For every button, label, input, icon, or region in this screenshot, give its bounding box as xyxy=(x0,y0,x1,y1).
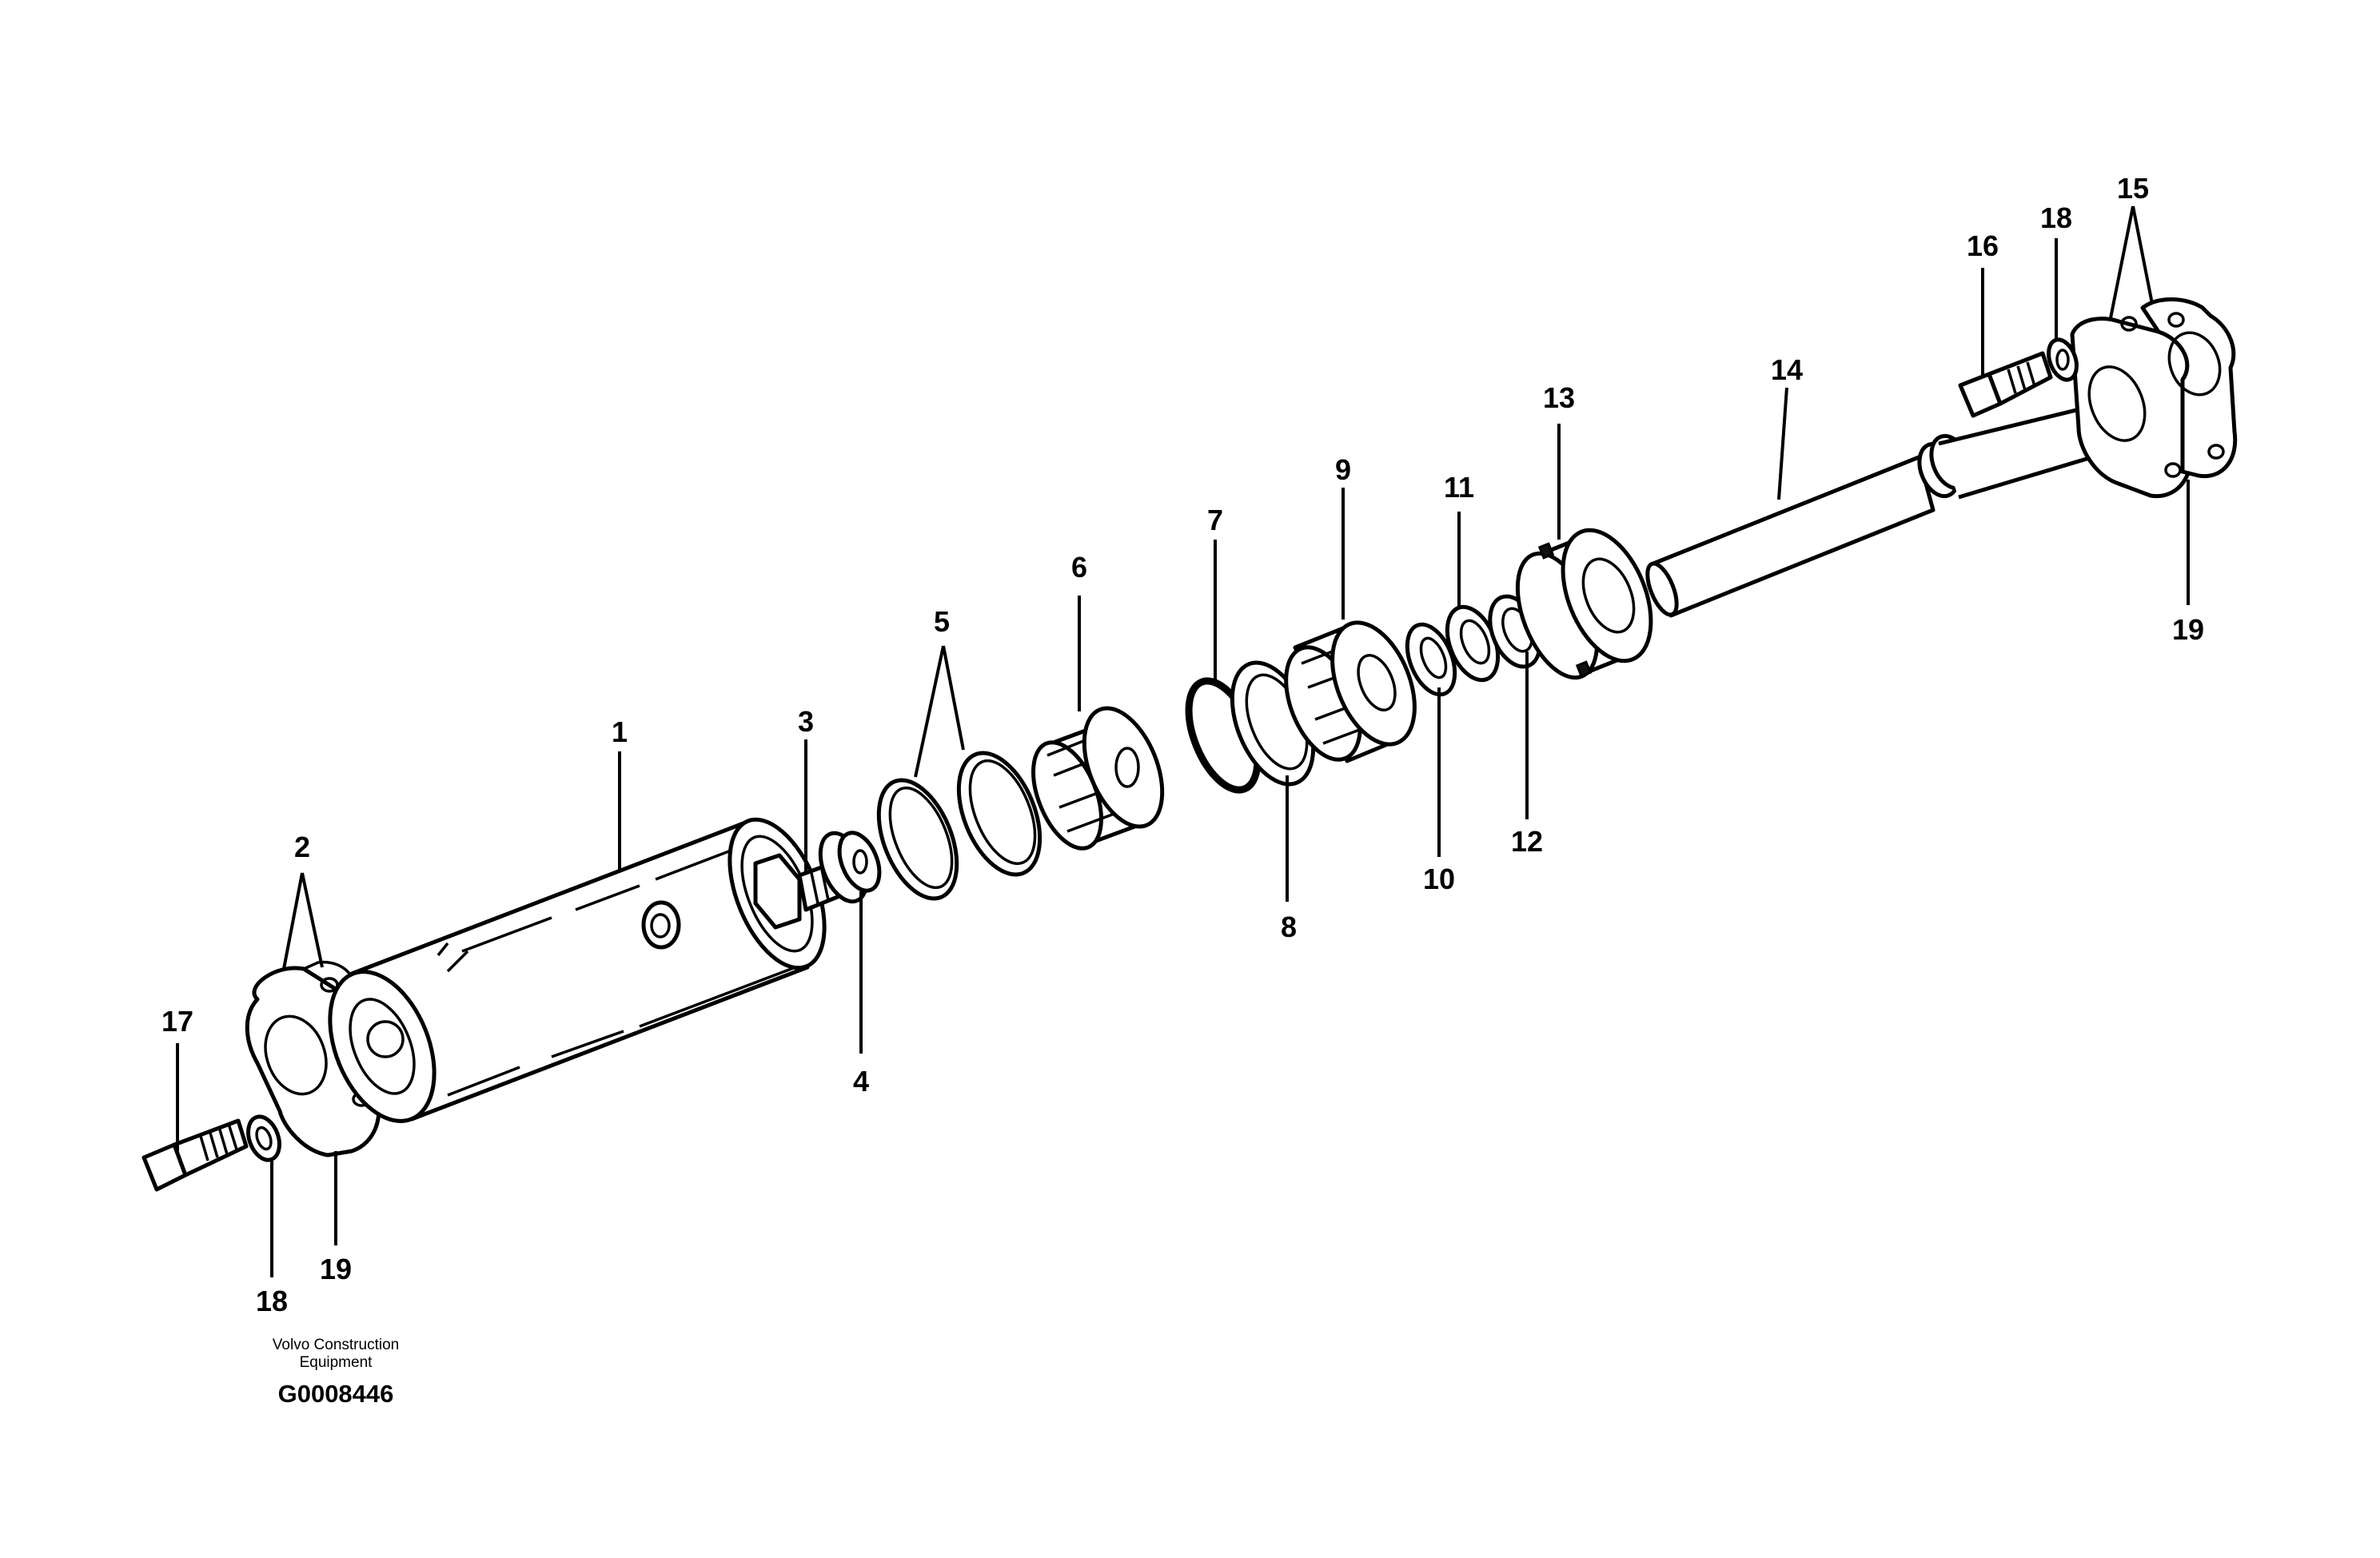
callout-16: 16 xyxy=(1967,229,1999,262)
callout-6: 6 xyxy=(1071,551,1087,584)
credit-company-line2: Equipment xyxy=(299,1354,373,1371)
figure-credit: Volvo Construction Equipment G0008446 xyxy=(200,1337,472,1409)
callout-19-left: 19 xyxy=(320,1253,352,1285)
figure-code: G0008446 xyxy=(277,1380,394,1408)
callout-2: 2 xyxy=(294,831,310,863)
callout-3: 3 xyxy=(798,705,814,738)
credit-company: Volvo Construction xyxy=(272,1337,400,1353)
callout-19-right: 19 xyxy=(2172,613,2204,646)
piston-6 xyxy=(1031,706,1165,851)
callout-5: 5 xyxy=(934,605,950,638)
clamp-15-right xyxy=(2070,297,2238,499)
washer-4 xyxy=(818,831,882,904)
gland-nut-13 xyxy=(1515,528,1653,680)
piston-rod-14 xyxy=(1645,401,2113,618)
washer-18-right xyxy=(2047,337,2079,382)
callout-7: 7 xyxy=(1207,504,1223,536)
callout-8: 8 xyxy=(1281,910,1297,943)
callout-11: 11 xyxy=(1444,471,1474,504)
callout-1: 1 xyxy=(612,715,628,748)
callout-10: 10 xyxy=(1423,863,1455,895)
callout-18-left: 18 xyxy=(256,1285,288,1317)
callout-12: 12 xyxy=(1511,825,1543,858)
callout-14: 14 xyxy=(1771,353,1803,386)
piston-rings-5 xyxy=(876,751,1042,901)
callout-4: 4 xyxy=(853,1065,869,1098)
callout-17: 17 xyxy=(161,1005,193,1038)
callout-leaders xyxy=(176,205,2190,1277)
callout-15: 15 xyxy=(2117,172,2149,205)
bolt-17 xyxy=(142,1118,249,1192)
callout-18-right: 18 xyxy=(2040,201,2072,234)
cylinder-barrel-1 xyxy=(328,817,827,1123)
washer-18-left xyxy=(246,1114,281,1162)
cylinder-head-9 xyxy=(1284,620,1417,763)
bolt-16 xyxy=(1958,351,2053,418)
callout-13: 13 xyxy=(1543,381,1575,414)
callout-9: 9 xyxy=(1335,453,1351,486)
